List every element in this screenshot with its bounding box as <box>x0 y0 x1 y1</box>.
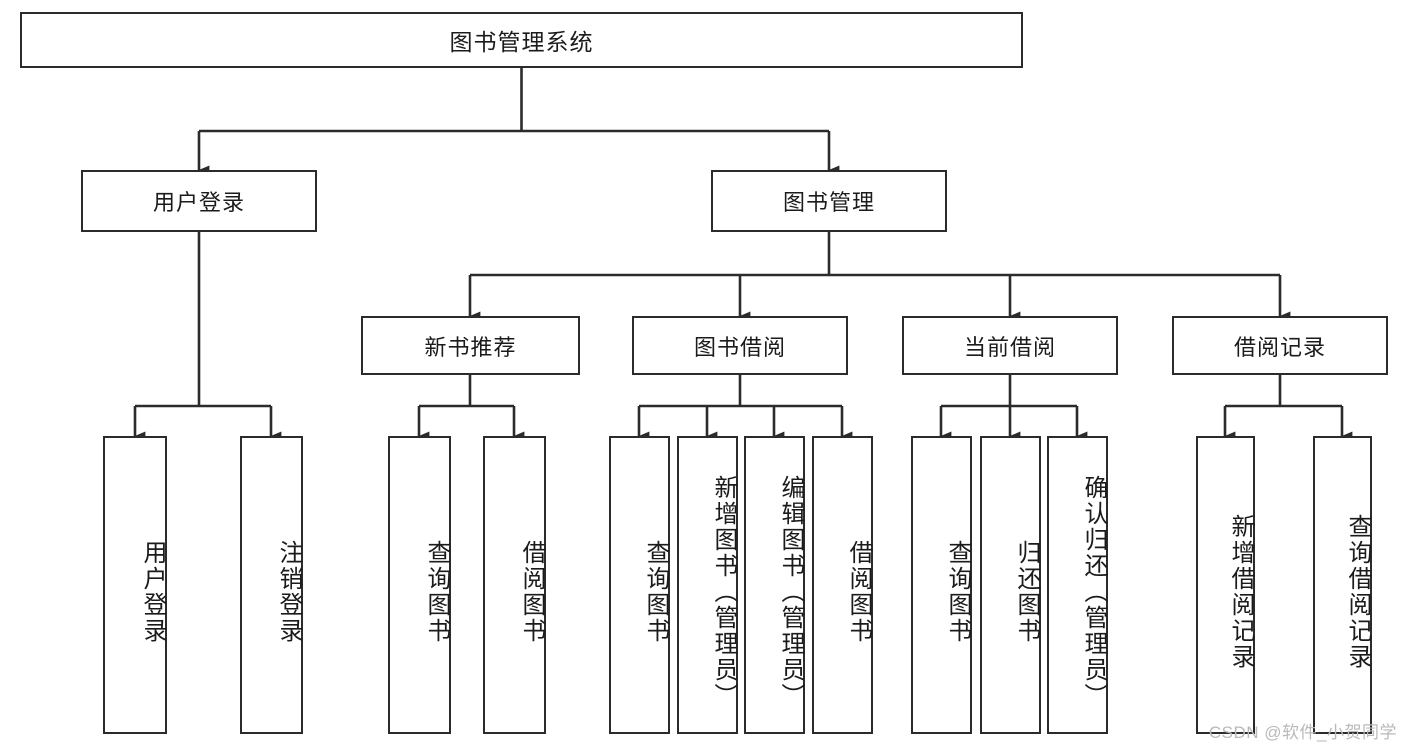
leaf-logout[interactable]: 注销登录 <box>240 436 303 734</box>
leaf-query-book-current[interactable]: 查询图书 <box>911 436 972 734</box>
node-current-borrowing[interactable]: 当前借阅 <box>902 316 1118 375</box>
node-book-borrowing[interactable]: 图书借阅 <box>632 316 848 375</box>
leaf-query-borrow-record[interactable]: 查询借阅记录 <box>1313 436 1372 734</box>
node-borrowing-record[interactable]: 借阅记录 <box>1172 316 1388 375</box>
leaf-edit-book-admin[interactable]: 编辑图书（管理员） <box>744 436 805 734</box>
leaf-user-login[interactable]: 用户登录 <box>103 436 167 734</box>
node-root-book-management-system[interactable]: 图书管理系统 <box>20 12 1023 68</box>
node-new-book-recommendation[interactable]: 新书推荐 <box>361 316 580 375</box>
node-book-management[interactable]: 图书管理 <box>711 170 947 232</box>
leaf-add-borrow-record[interactable]: 新增借阅记录 <box>1196 436 1255 734</box>
leaf-confirm-return-admin[interactable]: 确认归还（管理员） <box>1047 436 1108 734</box>
leaf-borrow-book-new-recommendation[interactable]: 借阅图书 <box>483 436 546 734</box>
leaf-query-book-borrowing[interactable]: 查询图书 <box>609 436 670 734</box>
leaf-query-book-new-recommendation[interactable]: 查询图书 <box>388 436 451 734</box>
node-user-login[interactable]: 用户登录 <box>81 170 317 232</box>
leaf-borrow-book-borrowing[interactable]: 借阅图书 <box>812 436 873 734</box>
csdn-watermark: CSDN @软件_小贺同学 <box>1208 723 1397 742</box>
leaf-add-book-admin[interactable]: 新增图书（管理员） <box>677 436 738 734</box>
leaf-return-book[interactable]: 归还图书 <box>980 436 1041 734</box>
